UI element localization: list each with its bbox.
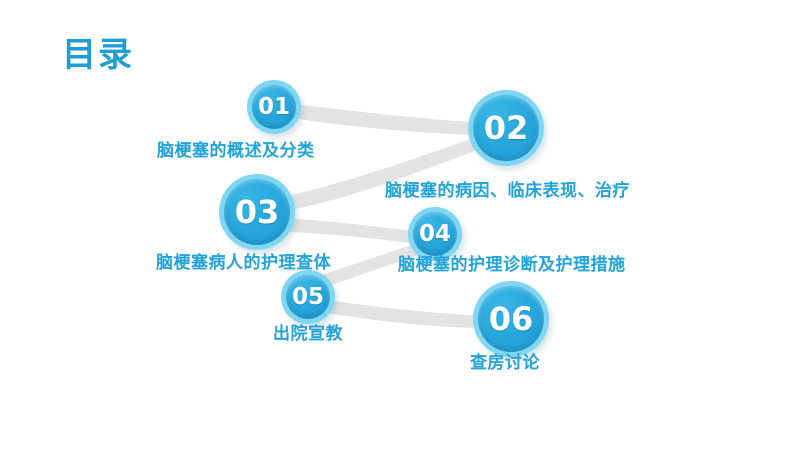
toc-label-02[interactable]: 脑梗塞的病因、临床表现、治疗 xyxy=(385,181,630,201)
ribbon-01-02 xyxy=(292,104,500,136)
ribbon-05-06 xyxy=(322,300,488,328)
toc-node-04-number: 04 xyxy=(418,220,451,247)
page-title: 目录 xyxy=(62,35,134,75)
toc-node-06-number: 06 xyxy=(488,300,534,338)
ribbon-03-02 xyxy=(286,130,500,210)
toc-label-05[interactable]: 出院宣教 xyxy=(273,324,343,344)
toc-node-02-number: 02 xyxy=(483,109,529,147)
toc-node-01-disc: 01 xyxy=(252,85,296,129)
toc-node-06-disc: 06 xyxy=(478,286,544,352)
toc-label-06[interactable]: 查房讨论 xyxy=(470,353,540,373)
toc-node-03-number: 03 xyxy=(234,193,280,231)
toc-node-05[interactable]: 05 xyxy=(281,270,335,324)
toc-node-05-disc: 05 xyxy=(286,275,330,319)
toc-node-04[interactable]: 04 xyxy=(408,207,462,261)
toc-label-03[interactable]: 脑梗塞病人的护理查体 xyxy=(156,253,331,273)
toc-node-02-disc: 02 xyxy=(473,95,539,161)
toc-node-04-disc: 04 xyxy=(413,212,457,256)
toc-label-04[interactable]: 脑梗塞的护理诊断及护理措施 xyxy=(398,255,626,275)
toc-node-03-disc: 03 xyxy=(224,179,290,245)
toc-node-02[interactable]: 02 xyxy=(468,90,544,166)
toc-label-01[interactable]: 脑梗塞的概述及分类 xyxy=(157,141,315,161)
toc-node-01-number: 01 xyxy=(257,93,290,120)
toc-node-05-number: 05 xyxy=(291,283,324,310)
ribbon-03-04 xyxy=(288,218,432,246)
toc-node-06[interactable]: 06 xyxy=(473,281,549,357)
toc-node-03[interactable]: 03 xyxy=(219,174,295,250)
toc-node-01[interactable]: 01 xyxy=(247,80,301,134)
ribbon-05-04 xyxy=(318,240,430,288)
